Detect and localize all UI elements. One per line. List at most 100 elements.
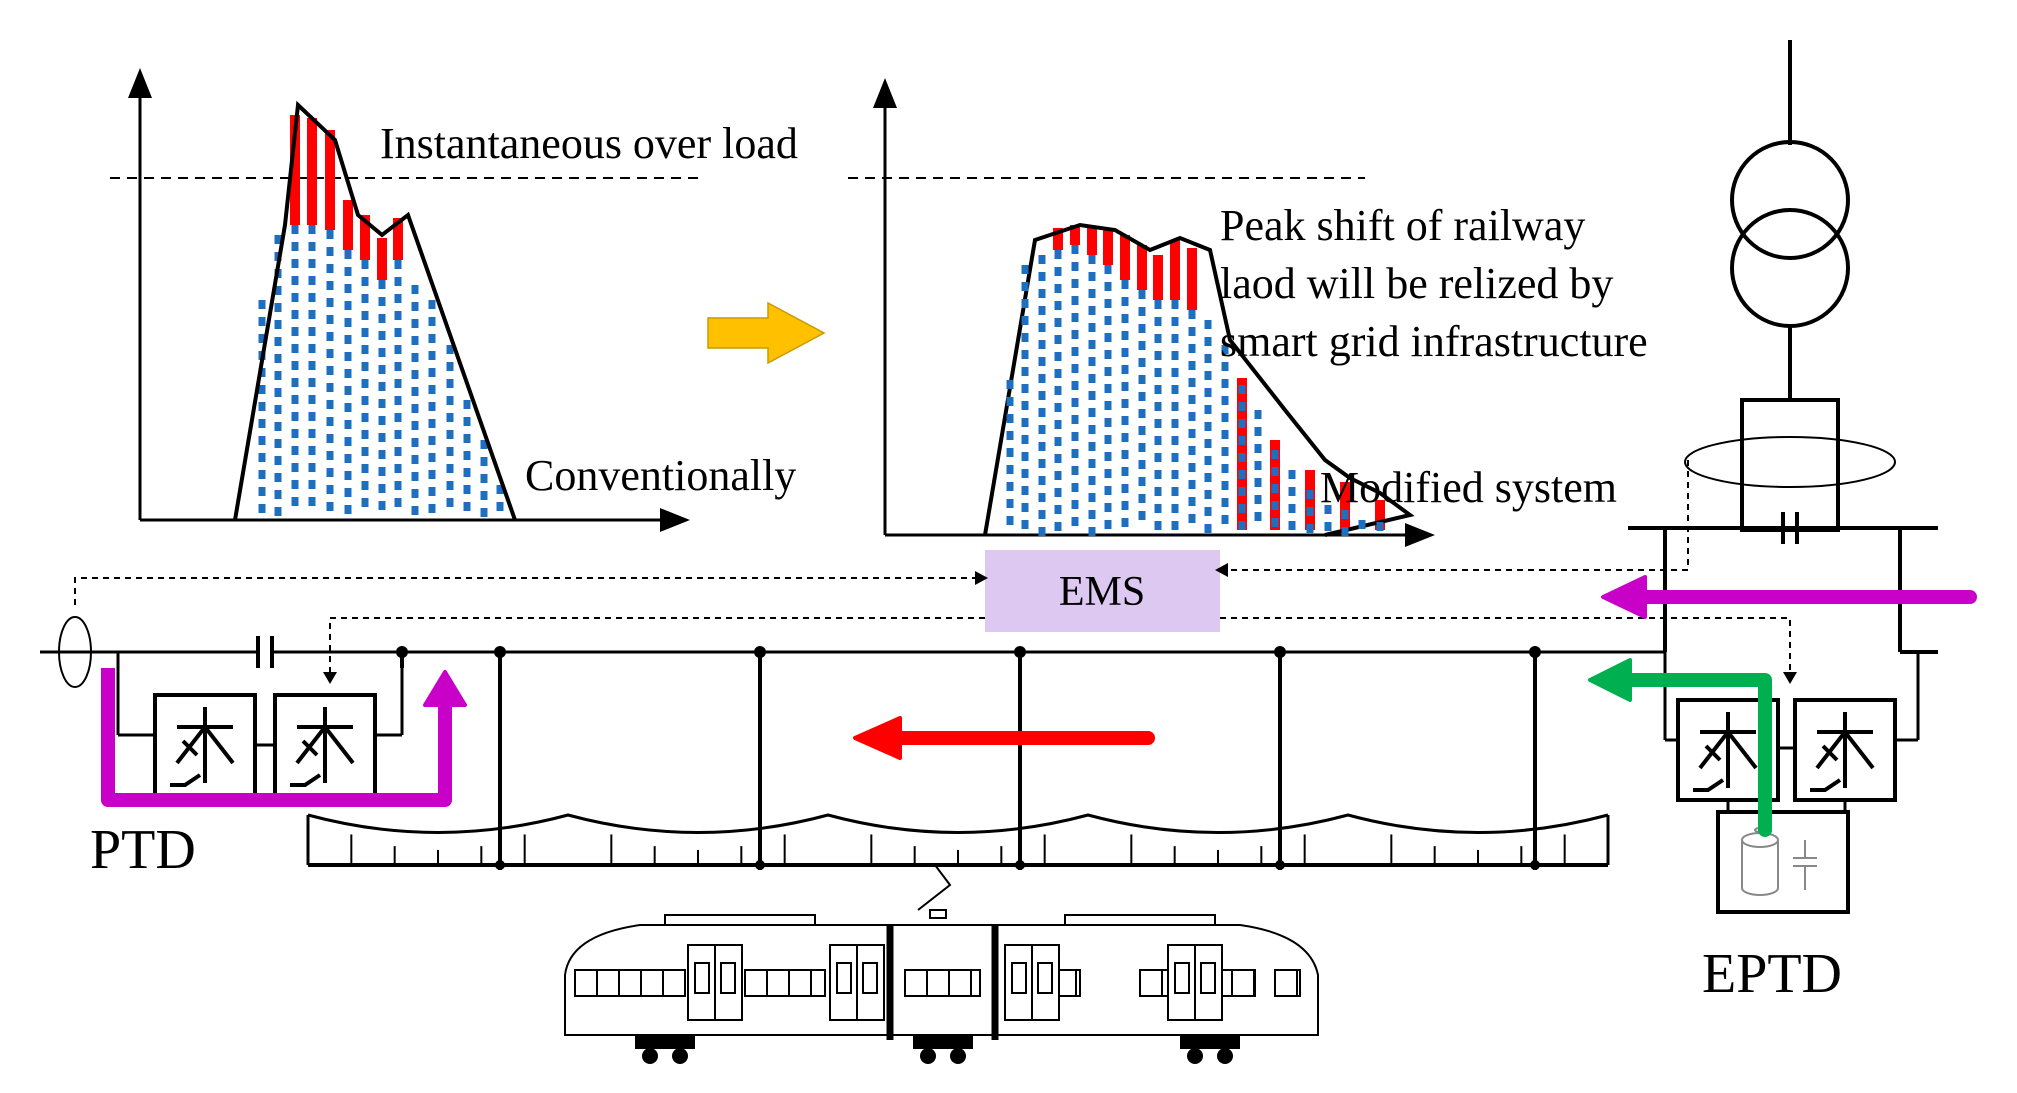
blue-load-dot	[428, 487, 436, 496]
blue-load-dot	[1238, 504, 1246, 513]
blue-load-dot	[1271, 467, 1279, 476]
blue-load-dot	[1088, 425, 1096, 434]
blue-load-dot	[1038, 527, 1046, 536]
blue-load-dot	[291, 395, 299, 404]
blue-load-dot	[1204, 422, 1212, 431]
modified-load-chart	[848, 78, 1435, 547]
blue-load-dot	[1171, 385, 1179, 394]
red-shifted-bar	[1070, 225, 1080, 245]
blue-load-dot	[361, 396, 369, 405]
ptd-label: PTD	[90, 819, 196, 881]
blue-load-dot	[1154, 419, 1162, 428]
blue-load-dot	[1038, 306, 1046, 315]
current-sensor-left	[58, 616, 92, 688]
blue-load-dot	[1221, 447, 1229, 456]
blue-load-dot	[1038, 323, 1046, 332]
blue-load-dot	[1138, 426, 1146, 435]
blue-load-dot	[1376, 522, 1384, 531]
blue-load-dot	[344, 318, 352, 327]
blue-load-dot	[291, 429, 299, 438]
blue-load-dot	[1104, 452, 1112, 461]
blue-load-dot	[1204, 507, 1212, 516]
blue-load-dot	[1288, 487, 1296, 496]
blue-load-dot	[1121, 297, 1129, 306]
blue-load-dot	[344, 369, 352, 378]
blue-load-dot	[258, 402, 266, 411]
blue-load-dot	[411, 319, 419, 328]
blue-load-dot	[1138, 341, 1146, 350]
peak-shift-line3: smart grid infrastructure	[1220, 317, 1648, 366]
blue-load-dot	[1154, 436, 1162, 445]
blue-load-dot	[274, 235, 282, 244]
storage-discharge-arrow	[1613, 673, 1772, 837]
blue-load-dot	[428, 300, 436, 309]
blue-load-dot	[361, 362, 369, 371]
blue-load-dot	[1054, 471, 1062, 480]
blue-load-dot	[1204, 337, 1212, 346]
blue-load-dot	[1054, 403, 1062, 412]
blue-load-dot	[463, 485, 471, 494]
blue-load-dot	[446, 498, 454, 507]
blue-load-dot	[291, 446, 299, 455]
blue-load-dot	[1121, 331, 1129, 340]
blue-load-dot	[274, 507, 282, 516]
blue-load-dot	[1341, 527, 1349, 536]
blue-load-dot	[274, 388, 282, 397]
blue-load-dot	[480, 508, 488, 517]
blue-load-dot	[1154, 402, 1162, 411]
blue-load-dot	[480, 457, 488, 466]
blue-load-dot	[1006, 465, 1014, 474]
blue-load-dot	[258, 453, 266, 462]
blue-load-dot	[1104, 418, 1112, 427]
blue-load-dot	[1221, 498, 1229, 507]
blue-load-dot	[274, 473, 282, 482]
blue-load-dot	[1006, 448, 1014, 457]
blue-load-dot	[1238, 470, 1246, 479]
blue-load-dot	[1006, 431, 1014, 440]
blue-load-dot	[308, 310, 316, 319]
blue-load-dot	[1104, 316, 1112, 325]
blue-load-dot	[1104, 367, 1112, 376]
blue-load-dot	[291, 310, 299, 319]
blue-load-dot	[344, 471, 352, 480]
blue-load-dot	[1071, 262, 1079, 271]
blue-load-dot	[258, 470, 266, 479]
blue-load-dot	[1188, 412, 1196, 421]
feeder-junctions	[396, 646, 1541, 870]
blue-load-dot	[1104, 350, 1112, 359]
blue-load-dot	[344, 335, 352, 344]
blue-load-dot	[394, 481, 402, 490]
blue-load-dot	[1071, 313, 1079, 322]
blue-load-dot	[1071, 296, 1079, 305]
blue-load-dot	[446, 362, 454, 371]
blue-load-dot	[1104, 486, 1112, 495]
chart1-x-arrow	[660, 508, 690, 532]
blue-load-dot	[274, 337, 282, 346]
blue-load-dot	[463, 400, 471, 409]
blue-load-dot	[394, 498, 402, 507]
blue-load-dot	[274, 320, 282, 329]
blue-load-dot	[1171, 300, 1179, 309]
blue-load-dot	[411, 421, 419, 430]
blue-load-dot	[1121, 467, 1129, 476]
blue-load-dot	[394, 447, 402, 456]
red-excess-bar	[360, 215, 370, 260]
blue-load-dot	[308, 276, 316, 285]
blue-load-dot	[1071, 483, 1079, 492]
blue-load-dot	[326, 349, 334, 358]
blue-load-dot	[378, 382, 386, 391]
blue-load-dot	[1204, 524, 1212, 533]
blue-load-dot	[308, 480, 316, 489]
blue-load-dot	[1121, 416, 1129, 425]
blue-load-dot	[411, 489, 419, 498]
blue-load-dot	[1171, 487, 1179, 496]
blue-load-dot	[308, 225, 316, 234]
conventionally-label: Conventionally	[525, 451, 796, 500]
blue-load-dot	[1088, 289, 1096, 298]
blue-load-dot	[1071, 517, 1079, 526]
blue-load-dot	[1204, 456, 1212, 465]
blue-load-dot	[1204, 490, 1212, 499]
blue-load-dot	[1138, 290, 1146, 299]
blue-load-dot	[326, 366, 334, 375]
eptd-label: EPTD	[1702, 943, 1842, 1005]
